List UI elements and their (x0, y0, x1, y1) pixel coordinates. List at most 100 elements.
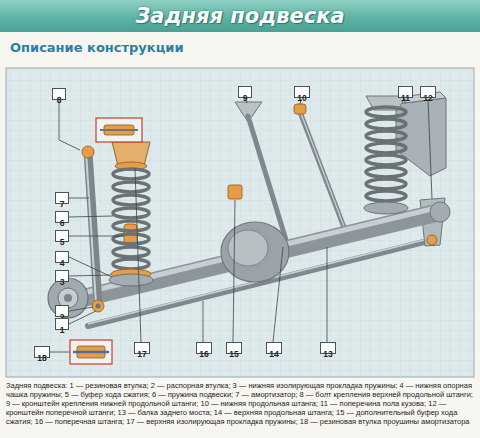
shock-absorber-part (96, 304, 101, 309)
callout-number: 16 (196, 342, 212, 354)
subtitle-label: Описание конструкции (10, 40, 184, 55)
right-spring-part (366, 191, 406, 201)
buffer-part (228, 185, 242, 199)
detail-insets-part (96, 118, 142, 142)
right-spring-part (366, 119, 406, 129)
leader-lines-part (69, 257, 112, 277)
left-spring-part (113, 247, 149, 257)
right-spring-part (366, 131, 406, 141)
callout-text: 16 (199, 349, 208, 359)
title-text: Задняя подвеска (0, 0, 480, 32)
callout-text: 4 (60, 258, 65, 268)
left-spring-part (113, 221, 149, 231)
axle-beam-part (75, 207, 440, 295)
callout-number: 5 (55, 230, 69, 242)
left-spring-part (113, 259, 149, 269)
callout-text: 9 (243, 93, 248, 103)
leader-lines-part (428, 99, 432, 199)
rods-part (300, 112, 345, 230)
callout-number: 13 (320, 342, 336, 354)
left-spring-part (109, 274, 153, 286)
callout-text: 10 (297, 93, 306, 103)
left-spring-part (113, 208, 149, 218)
callout-number: 3 (55, 270, 69, 282)
callout-number: 11 (398, 86, 413, 98)
caption-text: Задняя подвеска: 1 — резиновая втулка; 2… (6, 381, 474, 426)
shock-absorber (82, 146, 104, 312)
illustration-panel-part (6, 68, 474, 377)
axle-beam-part (75, 212, 440, 300)
detail-insets-part (70, 340, 112, 364)
leader-lines-part (69, 198, 89, 199)
leader-lines-part (69, 216, 113, 217)
rods-part (294, 104, 306, 114)
callout-number: 1 (55, 318, 69, 330)
right-spring-part (366, 107, 406, 117)
callout-number: 9 (238, 86, 252, 98)
leader-lines-part (69, 307, 93, 311)
rods-part (427, 235, 437, 245)
callout-text: 11 (401, 93, 410, 103)
leader-lines-part (49, 352, 70, 353)
leader-lines (49, 99, 432, 352)
leader-lines-part (69, 311, 96, 324)
right-spring-part (366, 167, 406, 177)
shock-absorber-part (86, 152, 96, 303)
callout-text: 8 (57, 95, 62, 105)
callout-number: 15 (226, 342, 242, 354)
rods-part (248, 116, 286, 240)
leader-lines-part (233, 200, 235, 342)
shock-absorber-part (82, 146, 94, 158)
right-spring-part (366, 143, 406, 153)
callout-number: 7 (55, 192, 69, 204)
left-spring-part (113, 234, 149, 244)
callout-text: 15 (229, 349, 238, 359)
detail-insets-part (100, 129, 138, 131)
callout-text: 17 (137, 349, 146, 359)
callout-number: 12 (420, 86, 436, 98)
leader-lines-part (135, 168, 141, 342)
callout-number: 14 (266, 342, 282, 354)
callout-text: 3 (60, 277, 65, 287)
left-spring-part (113, 195, 149, 205)
callout-text: 18 (37, 353, 46, 363)
detail-insets (70, 118, 142, 364)
rods-part (300, 111, 345, 229)
left-spring-part (113, 182, 149, 192)
hub (48, 278, 88, 318)
callout-number: 18 (34, 346, 50, 358)
left-spring (109, 142, 153, 286)
callout-text: 14 (269, 349, 278, 359)
leader-lines-part (203, 301, 204, 342)
buffer (228, 185, 242, 199)
right-spring-part (366, 179, 406, 189)
callout-text: 1 (60, 325, 65, 335)
axle-beam (75, 202, 450, 300)
hub-part (48, 278, 88, 318)
leader-lines-part (327, 247, 328, 342)
title-band: Задняя подвеска (0, 0, 480, 32)
callout-text: 12 (423, 93, 432, 103)
detail-insets-part (73, 351, 109, 354)
callout-number: 2 (55, 305, 69, 317)
right-spring-part (364, 202, 408, 214)
right-spring-part (366, 155, 406, 165)
callout-text: 13 (323, 349, 332, 359)
hub-part (64, 294, 72, 302)
right-spring (364, 96, 408, 214)
callout-number: 10 (294, 86, 310, 98)
callout-text: 7 (60, 199, 65, 209)
callout-text: 6 (60, 218, 65, 228)
callout-number: 17 (134, 342, 150, 354)
illustration-panel (6, 68, 474, 377)
leader-lines-part (273, 247, 283, 342)
shock-absorber-part (92, 300, 104, 312)
left-spring-part (113, 169, 149, 179)
callout-text: 5 (60, 237, 65, 247)
axle-beam-part (221, 222, 289, 282)
callout-number: 4 (55, 251, 69, 263)
illustration-panel-part (6, 68, 474, 377)
leader-lines-part (59, 101, 80, 150)
